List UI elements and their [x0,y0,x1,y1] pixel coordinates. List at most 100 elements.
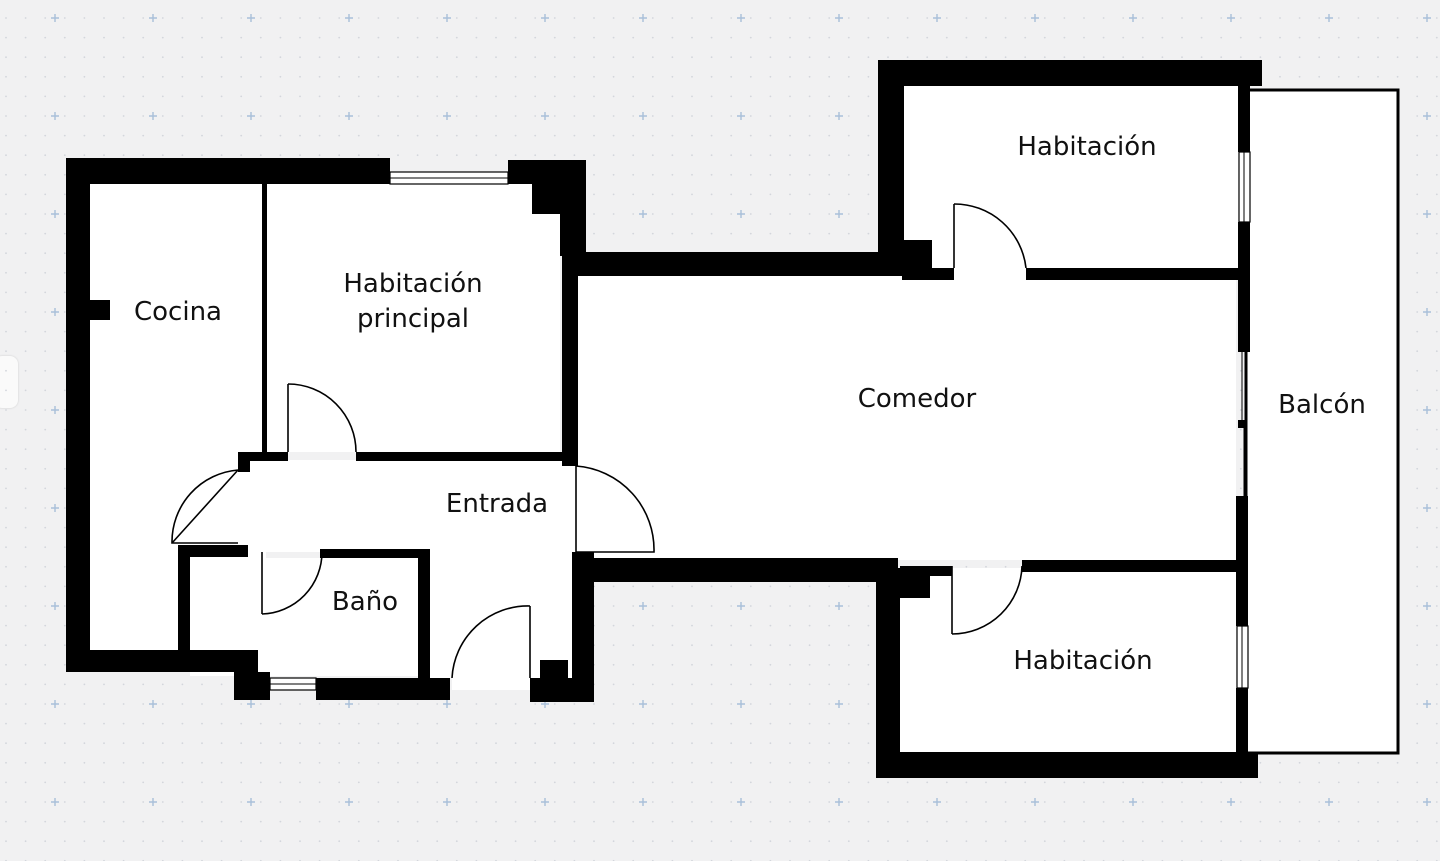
grid-dot [808,232,811,235]
grid-dot [338,742,341,745]
grid-dot [828,75,831,78]
grid-dot [553,75,556,78]
grid-dot [965,801,968,803]
side-panel-handle[interactable] [0,356,18,408]
grid-dot [181,683,184,686]
grid-dot [44,820,47,823]
grid-dot [201,75,203,78]
grid-dot [847,703,850,705]
grid-dot [1337,840,1340,843]
grid-dot [1161,840,1164,843]
grid-dot [1318,781,1321,784]
grid-dot [789,742,791,745]
grid-dot [1435,722,1438,725]
grid-dot [495,115,497,117]
grid-dot [651,115,654,117]
grid-dot [691,801,693,803]
grid-dot [808,134,811,137]
grid-dot [867,154,870,157]
grid-dot [201,154,203,157]
grid-dot [1416,134,1419,137]
grid-dot [828,232,831,235]
grid-dot [710,154,713,157]
grid-dot [142,56,145,59]
grid-dot [495,820,497,823]
grid-dot [5,232,7,235]
grid-dot [63,605,66,607]
grid-dot [691,761,693,764]
grid-dot [867,683,870,686]
grid-dot [632,742,635,745]
grid-dot [573,781,576,784]
grid-dot [828,56,831,59]
grid-dot [1435,369,1438,372]
grid-dot [63,761,66,764]
grid-dot [436,742,439,745]
grid-dot [965,820,968,823]
grid-dot [632,703,635,705]
grid-dot [534,781,537,784]
grid-dot [1122,56,1125,59]
grid-dot [671,154,674,157]
grid-dot [44,742,47,745]
grid-dot [103,17,105,19]
grid-dot [651,17,654,19]
grid-dot [1416,232,1419,235]
grid-dot [651,801,654,803]
grid-dot [1083,781,1085,784]
grid-dot [318,840,321,843]
grid-dot [63,311,66,313]
grid-dot [769,173,772,176]
grid-dot [5,507,7,509]
grid-dot [1259,17,1262,19]
grid-dot [1416,350,1419,353]
grid-dot [612,56,615,59]
grid-dot [1416,75,1419,78]
grid-dot [201,115,203,117]
grid-dot [789,624,791,627]
grid-dot [534,36,537,39]
grid-dot [1435,330,1438,333]
grid-dot [612,193,615,196]
grid-dot [475,742,478,745]
grid-dot [220,820,223,823]
grid-dot [63,291,66,294]
grid-dot [1298,781,1301,784]
grid-dot [828,585,831,588]
grid-dot [103,840,105,843]
grid-dot [1004,17,1007,19]
grid-dot [201,683,203,686]
grid-dot [847,193,850,196]
grid-dot [24,115,27,117]
grid-dot [514,703,517,705]
grid-dot [83,115,86,117]
grid-dot [377,840,380,843]
grid-dot [1318,761,1321,764]
grid-dot [926,820,929,823]
grid-dot [83,17,86,19]
grid-dot [1024,56,1027,59]
grid-plus-icon [1031,798,1039,806]
grid-dot [553,134,556,137]
grid-dot [769,193,772,196]
grid-dot [181,761,184,764]
grid-dot [691,134,693,137]
grid-dot [926,801,929,803]
grid-dot [749,585,752,588]
wall [1236,688,1248,754]
grid-dot [730,801,733,803]
grid-dot [1377,75,1379,78]
grid-dot [63,467,66,470]
grid-dot [397,36,399,39]
grid-dot [553,154,556,157]
grid-dot [691,605,693,607]
grid-dot [789,115,791,117]
grid-dot [1435,115,1438,117]
grid-dot [789,761,791,764]
grid-dot [828,801,831,803]
grid-dot [24,193,27,196]
grid-dot [44,526,47,529]
grid-dot [1337,761,1340,764]
room-label-hab-principal-2: principal [357,304,469,334]
grid-dot [1416,683,1419,686]
